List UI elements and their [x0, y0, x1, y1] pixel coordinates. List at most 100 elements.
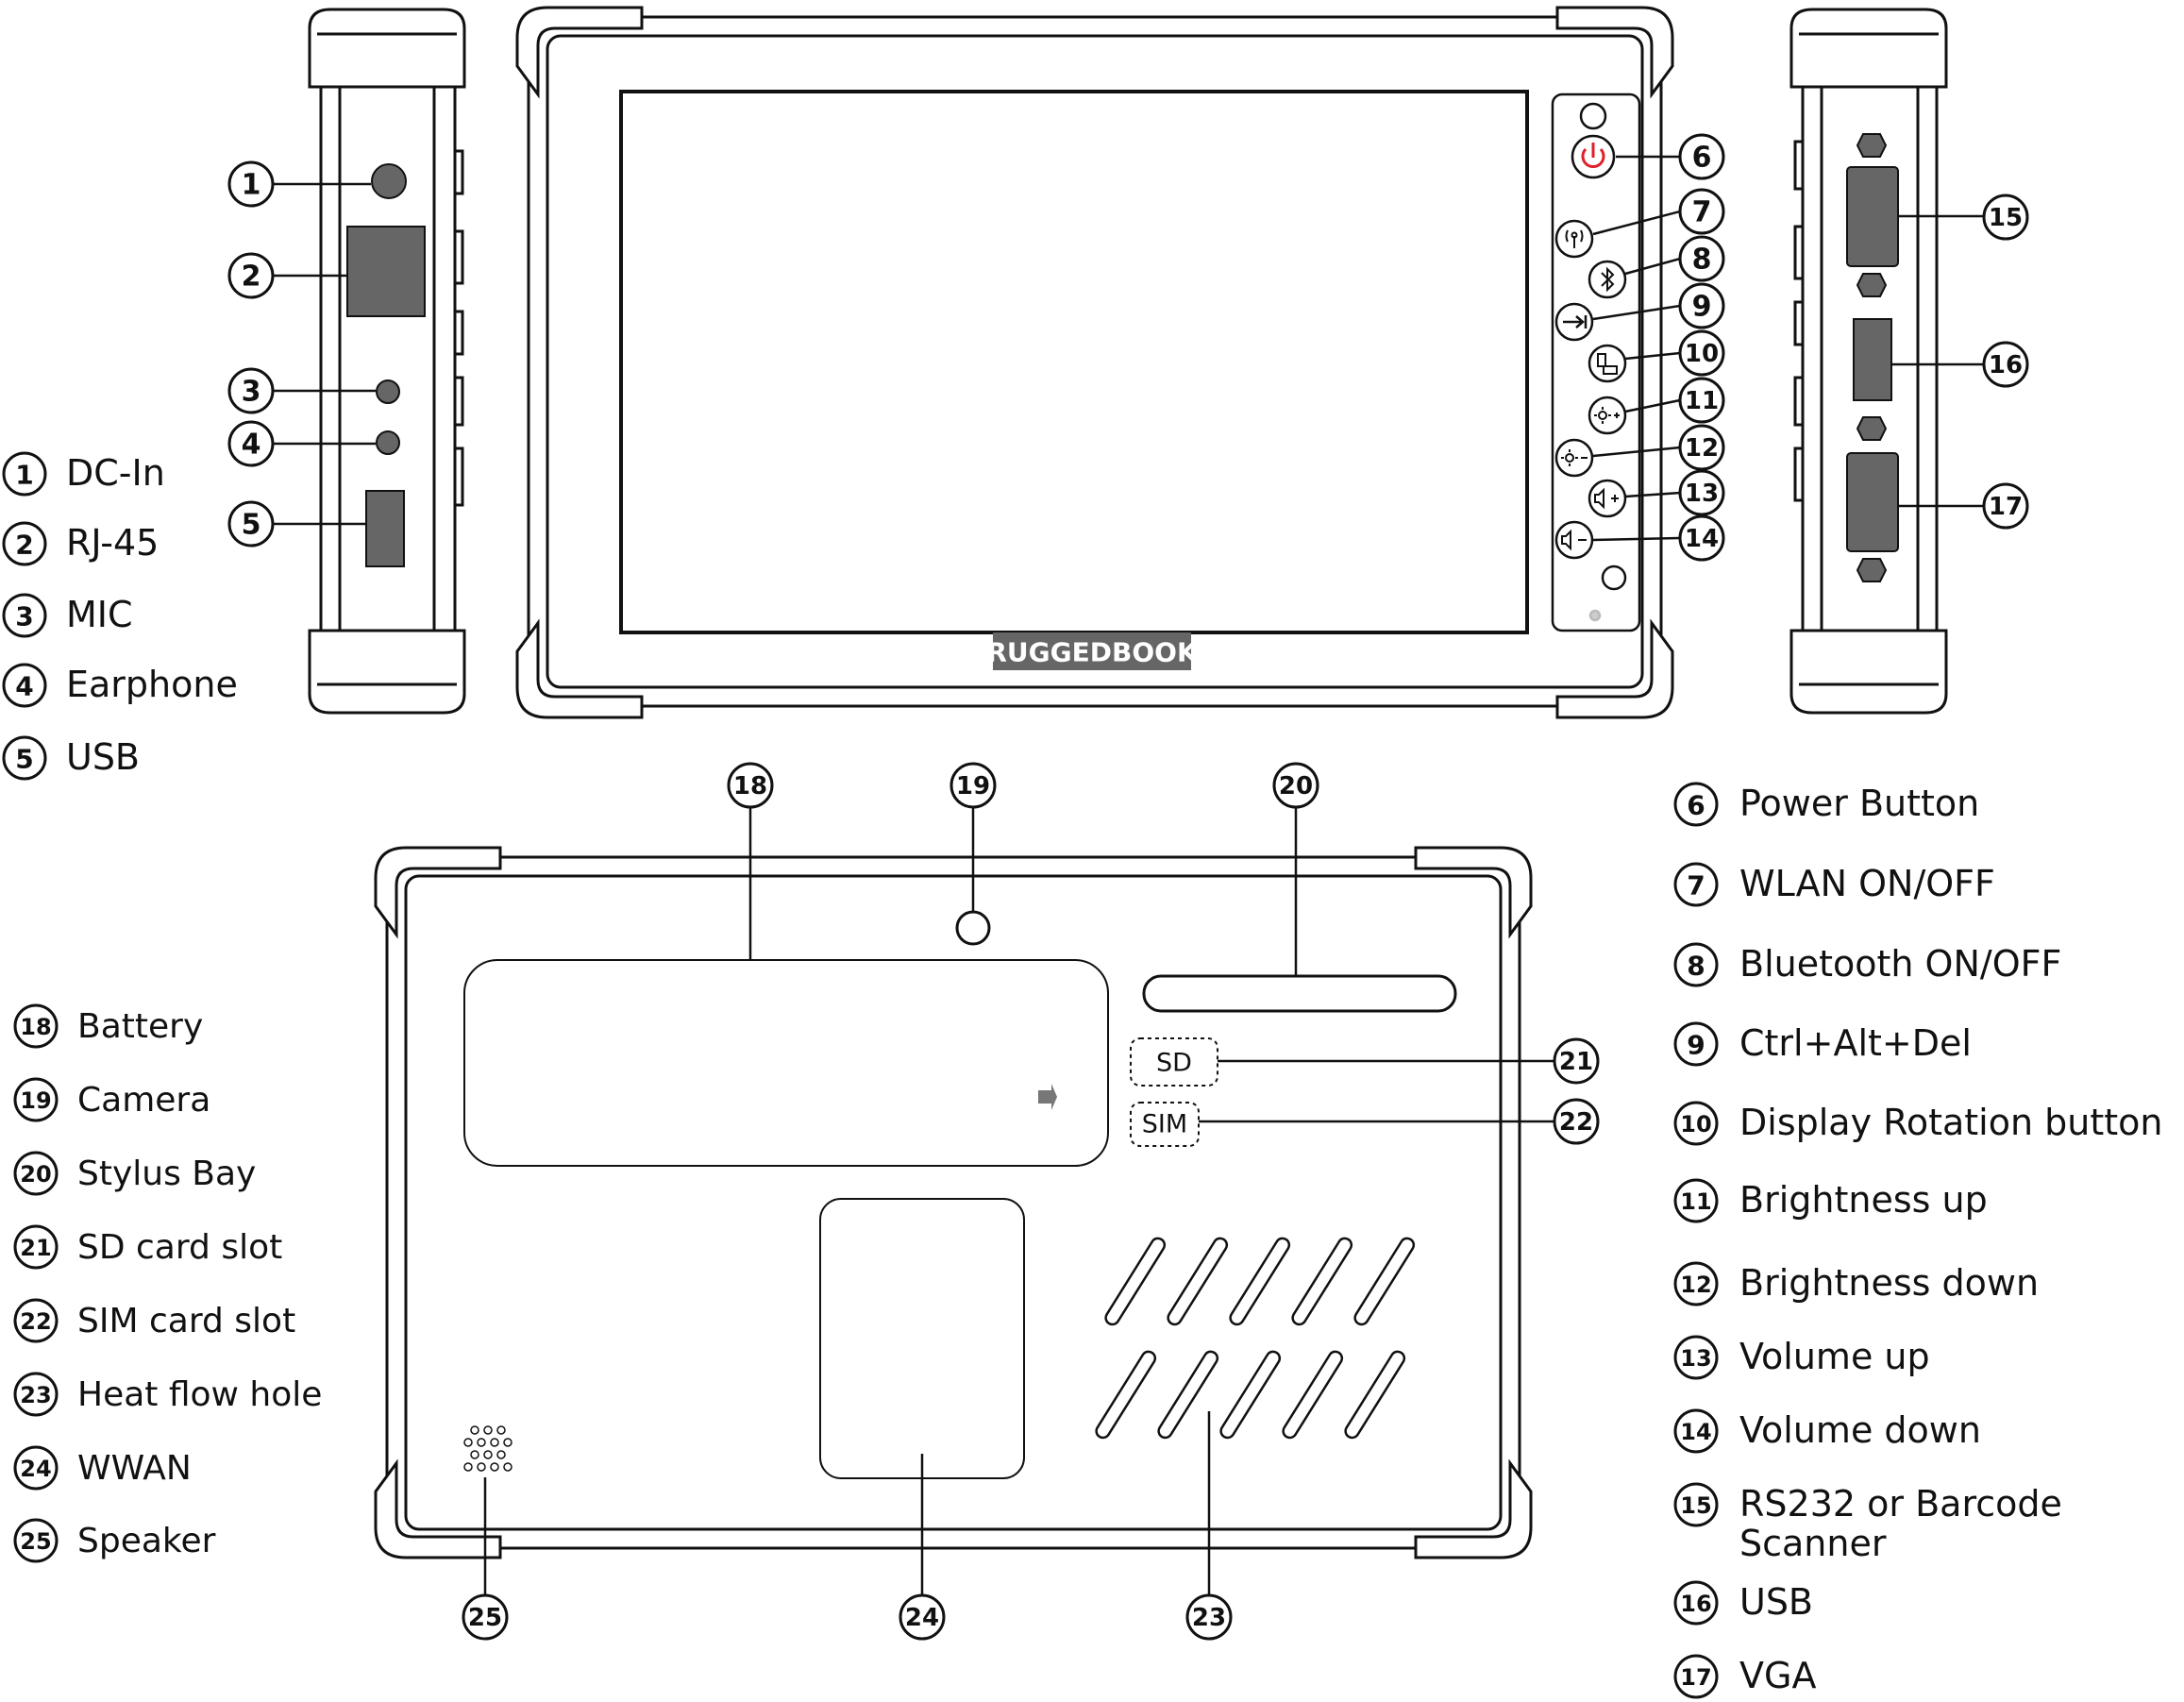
legend-number: 14 — [1680, 1419, 1711, 1445]
legend-number: 11 — [1680, 1188, 1711, 1215]
front-callouts: 6 7 8 9 10 11 12 13 14 — [1678, 133, 1725, 562]
legend-label: Heat flow hole — [77, 1375, 322, 1414]
legend-label: Bluetooth ON/OFF — [1739, 943, 2061, 985]
indicator-led — [1588, 609, 1602, 622]
wwan-cover — [819, 1198, 1025, 1479]
legend-label: Brightness down — [1739, 1262, 2039, 1304]
legend-label: Power Button — [1739, 783, 1979, 824]
callout-19-number: 19 — [956, 772, 990, 800]
display-rotation-button — [1588, 344, 1627, 383]
callout-20-number: 20 — [1279, 772, 1313, 800]
legend-number: 10 — [1680, 1111, 1711, 1137]
right-side-view — [1789, 8, 1948, 715]
bluetooth-button — [1588, 260, 1627, 299]
callout-3: 3 — [227, 367, 275, 414]
legend-label: USB — [66, 736, 140, 778]
callout-25: 25 — [462, 1593, 509, 1641]
callout-7-number: 7 — [1692, 196, 1712, 229]
callout-6-number: 6 — [1692, 142, 1712, 175]
callout-13: 13 — [1678, 469, 1725, 516]
legend-label: DC-In — [66, 452, 165, 494]
legend-number: 25 — [20, 1528, 51, 1555]
legend-number: 17 — [1680, 1664, 1711, 1691]
legend-label: WWAN — [77, 1449, 192, 1488]
ambient-sensor-icon — [1601, 565, 1627, 591]
left-callouts: 1 2 3 4 5 — [227, 160, 275, 548]
callout-3-number: 3 — [242, 376, 261, 409]
wlan-icon — [1565, 229, 1584, 248]
back-view — [374, 846, 1533, 1559]
sim-slot — [1130, 1102, 1200, 1147]
volume-down-button — [1554, 520, 1594, 560]
bluetooth-icon — [1601, 266, 1615, 293]
callout-11: 11 — [1678, 377, 1725, 424]
legend-label: USB — [1739, 1581, 1813, 1623]
sd-slot — [1130, 1037, 1218, 1087]
callout-24: 24 — [899, 1593, 946, 1641]
legend-label: SD card slot — [77, 1228, 282, 1267]
display-rotation-icon — [1597, 353, 1618, 375]
brand-logo: RUGGEDBOOK — [986, 637, 1199, 668]
callout-12-number: 12 — [1685, 434, 1719, 463]
legend-label: Stylus Bay — [77, 1154, 256, 1193]
callout-21-number: 21 — [1559, 1048, 1593, 1076]
callout-22-number: 22 — [1559, 1108, 1593, 1137]
front-callout-lines — [1592, 155, 1681, 542]
ctrl-alt-del-icon — [1563, 315, 1588, 329]
right-callouts: 15 16 17 — [1982, 194, 2029, 530]
rear-camera-icon — [955, 910, 991, 946]
callout-17: 17 — [1982, 482, 2029, 530]
volume-up-icon — [1594, 487, 1619, 510]
legend-item: 14 Volume down — [1673, 1408, 1981, 1454]
ctrl-alt-del-button — [1554, 302, 1594, 342]
legend-label: SIM card slot — [77, 1302, 295, 1340]
legend-label: VGA — [1739, 1655, 1816, 1696]
dc-in-port — [371, 163, 407, 199]
legend-number: 4 — [15, 671, 33, 702]
callout-16: 16 — [1982, 341, 2029, 388]
callout-7: 7 — [1678, 188, 1725, 235]
callout-20: 20 — [1272, 762, 1319, 809]
sim-label: SIM — [1142, 1110, 1187, 1139]
mic-port — [376, 379, 400, 404]
callout-4: 4 — [227, 420, 275, 467]
legend-label: Volume down — [1739, 1409, 1981, 1451]
legend-number: 16 — [1680, 1591, 1711, 1617]
legend-number: 18 — [20, 1014, 51, 1040]
legend-label: Ctrl+Alt+Del — [1739, 1022, 1972, 1064]
callout-1: 1 — [227, 160, 275, 208]
callout-14-number: 14 — [1685, 525, 1719, 553]
callout-21: 21 — [1553, 1037, 1600, 1085]
back-callout-lines — [483, 807, 1554, 1595]
callout-18: 18 — [727, 762, 774, 809]
heat-flow-holes — [1095, 1237, 1416, 1440]
front-view — [515, 6, 1674, 719]
legend-number: 20 — [20, 1161, 51, 1188]
power-button — [1571, 134, 1616, 179]
legend-item: 16 USB — [1673, 1580, 1813, 1626]
right-ports — [1846, 133, 1899, 582]
legend-label: Brightness up — [1739, 1179, 1988, 1221]
callout-9-number: 9 — [1692, 291, 1712, 324]
callout-2: 2 — [227, 252, 275, 299]
front-branding: RUGGEDBOOK — [986, 632, 1199, 670]
right-callout-lines — [1891, 214, 1984, 508]
callout-8-number: 8 — [1692, 244, 1712, 277]
button-panel — [1551, 93, 1641, 632]
legend-number: 13 — [1680, 1345, 1711, 1372]
legend-number: 7 — [1687, 870, 1705, 902]
legend-label: WLAN ON/OFF — [1739, 863, 1995, 904]
